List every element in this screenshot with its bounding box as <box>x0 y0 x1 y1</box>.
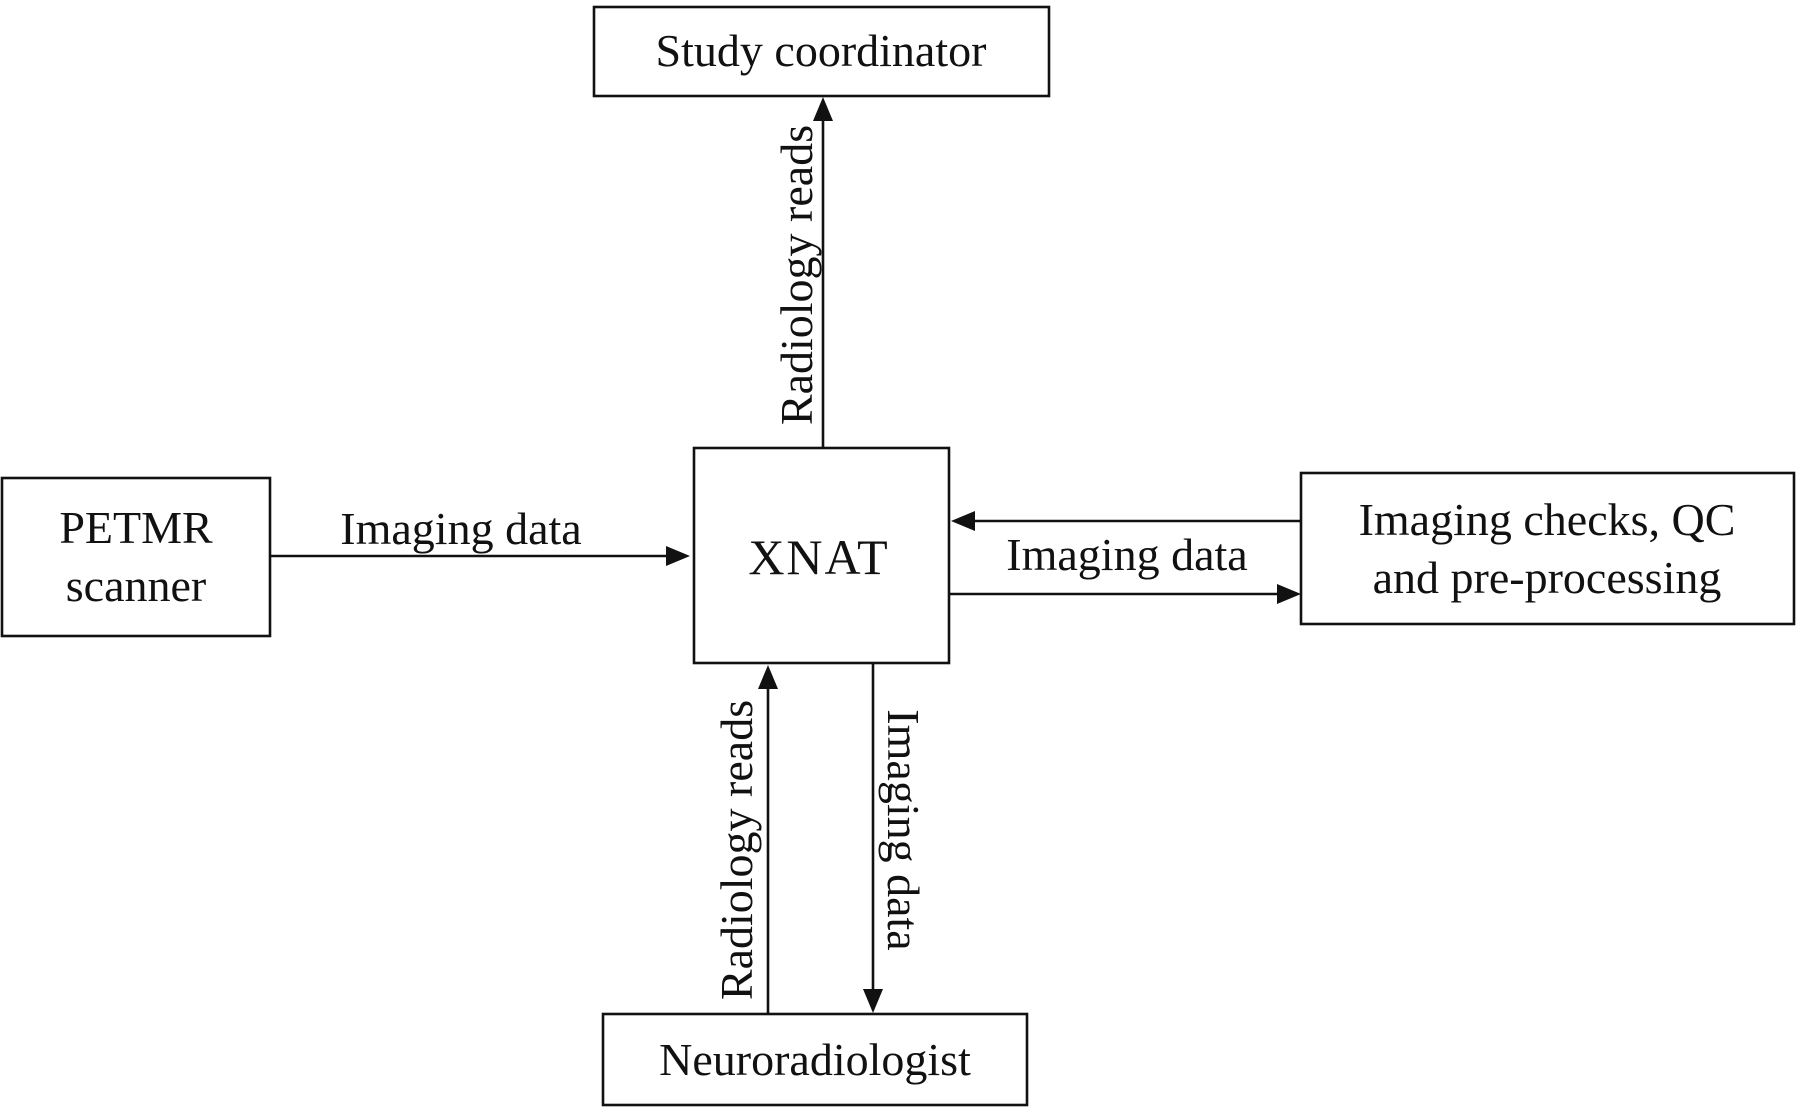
node-petmr-scanner: PETMR scanner <box>0 476 272 638</box>
xnat-label: XNAT <box>748 529 889 585</box>
xnat-to-neuro-label: Imaging data <box>878 709 929 950</box>
arrow-petmr-to-xnat <box>270 546 690 566</box>
study-coordinator-label: Study coordinator <box>656 25 987 76</box>
arrow-xnat-to-checks <box>949 584 1301 604</box>
node-imaging-checks: Imaging checks, QC and pre-processing <box>1299 471 1796 626</box>
petmr-label-line1: PETMR <box>59 502 213 553</box>
arrow-neuro-to-xnat <box>758 665 778 1014</box>
node-neuroradiologist: Neuroradiologist <box>601 1012 1029 1107</box>
arrow-checks-to-xnat <box>951 511 1301 531</box>
petmr-label-line2: scanner <box>66 560 206 611</box>
checks-xnat-label: Imaging data <box>1006 529 1247 580</box>
arrow-xnat-to-neuro <box>863 663 883 1013</box>
neuro-to-xnat-label: Radiology reads <box>711 700 762 1000</box>
node-xnat: XNAT <box>692 446 951 665</box>
neuroradiologist-label: Neuroradiologist <box>659 1034 971 1085</box>
node-study-coordinator: Study coordinator <box>592 5 1051 98</box>
arrow-xnat-to-coordinator <box>813 97 833 448</box>
xnat-to-coordinator-label: Radiology reads <box>771 125 822 425</box>
petmr-to-xnat-label: Imaging data <box>340 503 581 554</box>
imaging-checks-label-line1: Imaging checks, QC <box>1359 494 1736 545</box>
imaging-checks-label-line2: and pre-processing <box>1373 552 1722 603</box>
